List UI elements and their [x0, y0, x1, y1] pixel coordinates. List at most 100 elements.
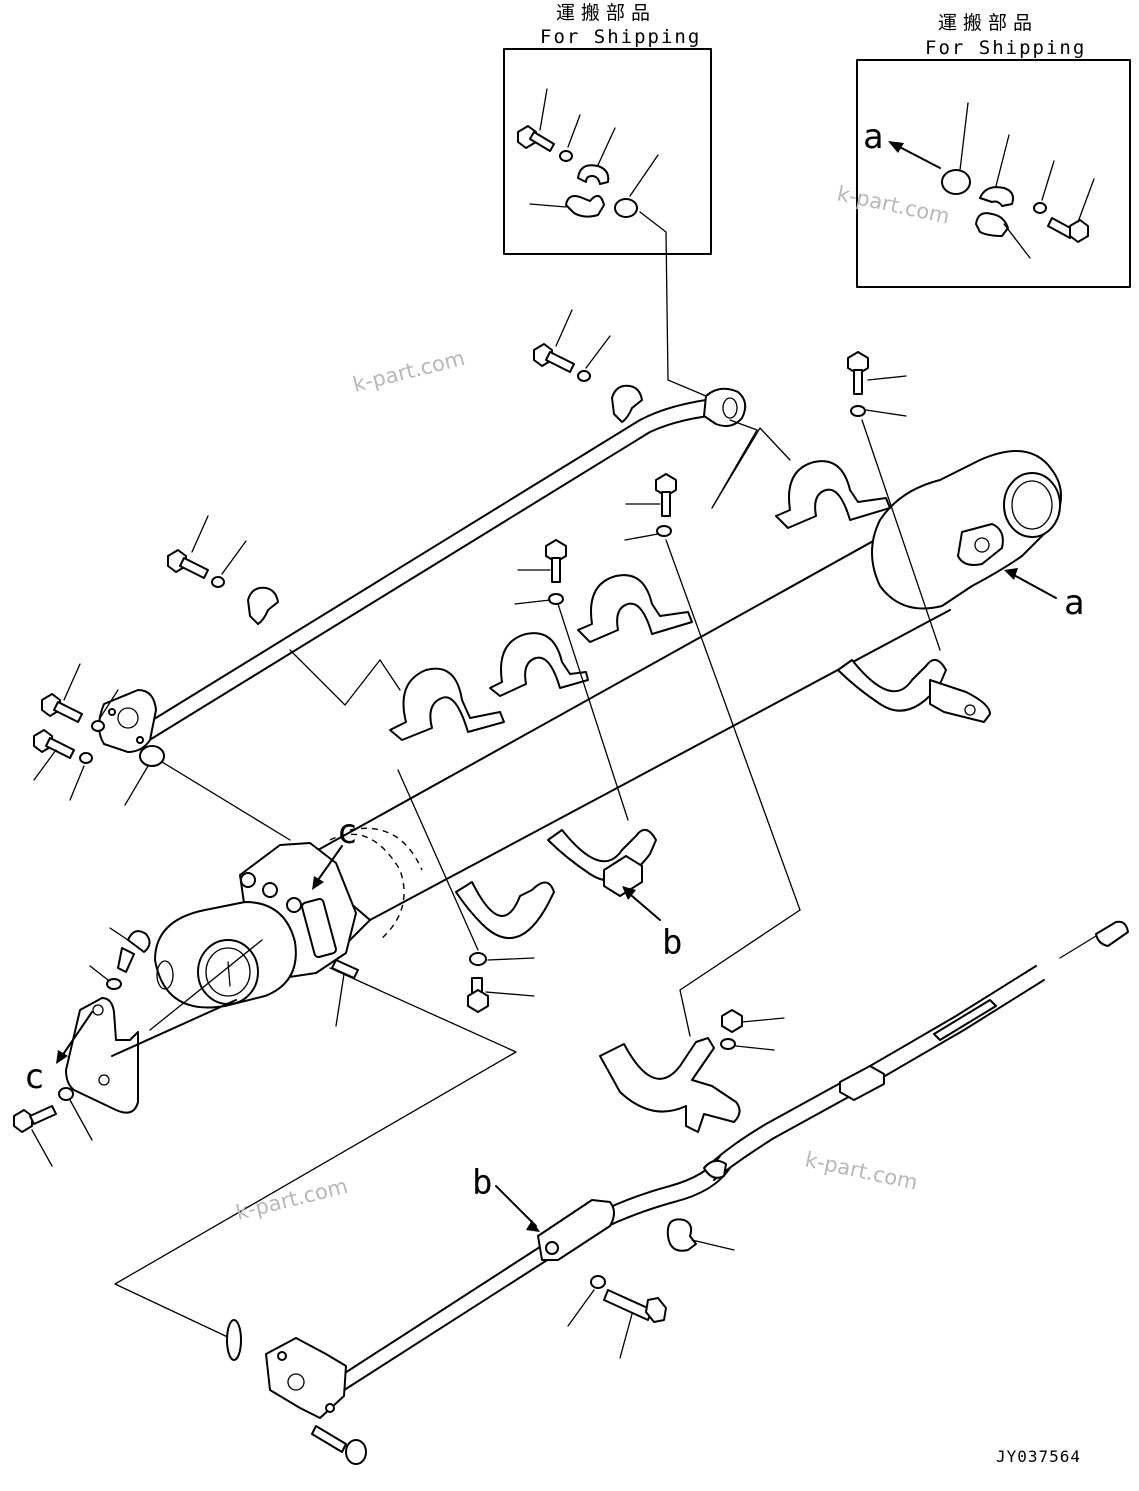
clamp-half-icon — [577, 164, 610, 185]
clamp-half-icon — [247, 586, 279, 625]
callout-c-label: c — [24, 1057, 44, 1097]
control-cable — [599, 920, 1129, 1181]
cable-end-connector — [1095, 920, 1129, 947]
watermark-text: k-part.com — [803, 1147, 920, 1194]
hose-end-fitting — [703, 387, 747, 427]
arrow-a-icon — [1004, 568, 1018, 580]
washer-icon — [577, 370, 591, 382]
bolt-icon — [603, 1289, 667, 1323]
nut-icon — [721, 1009, 743, 1033]
callout-b-label: b — [472, 1163, 492, 1203]
drawing-code: JY037564 — [996, 1447, 1081, 1466]
clamp-bolts-upper — [514, 351, 907, 605]
washer-icon — [469, 952, 487, 966]
washer-icon — [590, 1275, 606, 1289]
bolt-icon — [33, 729, 75, 759]
o-ring-icon — [226, 1319, 242, 1361]
band-clamp — [389, 667, 505, 741]
arrow-c-line — [317, 845, 343, 881]
callout-c-label: c — [337, 812, 357, 852]
leader-line — [111, 999, 237, 1057]
clamp-half-icon — [611, 384, 643, 423]
callout-a-label: a — [1064, 583, 1084, 623]
arrow-c-icon — [312, 876, 324, 890]
washer-icon — [106, 978, 122, 990]
shipping-box-2-title-jp: 運搬部品 — [938, 12, 1038, 34]
hydraulic-hose-lower — [226, 1155, 735, 1465]
left-flange-hardware — [33, 663, 119, 801]
shipping-box-1-title-jp: 運搬部品 — [556, 2, 656, 24]
arrow-b-icon — [526, 1220, 540, 1232]
lower-clamp-bolt — [467, 952, 535, 1013]
cylinder-tube-bottom-edge — [369, 609, 951, 921]
arrow-b-icon — [622, 886, 636, 900]
band-clamp — [837, 659, 947, 712]
shipping-box-1-title-en: For Shipping — [540, 26, 701, 48]
shipping-box-2-title-en: For Shipping — [925, 37, 1086, 59]
cover-plate-icon — [941, 169, 971, 195]
washer-icon — [1033, 202, 1047, 214]
bolt-icon — [847, 351, 869, 395]
cover-plate-c — [13, 997, 237, 1167]
leader-lines — [114, 419, 941, 1341]
cylinder-head-port — [301, 898, 337, 958]
bolt-icon — [311, 1425, 367, 1465]
shipping-box-1: 運搬部品 For Shipping — [503, 2, 712, 255]
shipping-box-2: 運搬部品 For Shipping a — [856, 12, 1131, 288]
rod-end-port-flange — [957, 523, 1004, 566]
bolt-icon — [41, 693, 83, 723]
hydraulic-cylinder — [154, 450, 1062, 1009]
callout-b-label: b — [662, 923, 682, 963]
hose-clamp-hardware-left — [167, 515, 279, 625]
band-clamp-row-lower — [455, 659, 991, 940]
bolt-icon — [517, 125, 555, 152]
arrow-c-icon — [56, 1050, 68, 1064]
band-clamp — [775, 460, 891, 529]
cover-plate — [65, 997, 139, 1114]
cable-nut — [839, 1065, 885, 1101]
bolt-icon — [655, 473, 677, 517]
arrow-a-icon — [888, 141, 904, 153]
washer-icon — [91, 720, 105, 732]
cable-fitting — [703, 1159, 727, 1179]
bolt-icon — [13, 1105, 57, 1133]
bolt-icon — [467, 977, 489, 1013]
watermark-text: k-part.com — [350, 346, 467, 397]
watermarks: k-part.com k-part.com k-part.com k-part.… — [233, 181, 951, 1224]
leader-line — [289, 649, 401, 706]
clamp-half-icon — [979, 186, 1014, 207]
shipping-box-2-frame — [856, 59, 1131, 288]
cylinder-bottom-bore — [197, 939, 259, 1005]
band-clamp — [455, 881, 555, 940]
band-clamp-row-upper — [389, 460, 891, 741]
arrow-b-line — [631, 895, 661, 921]
bolt-icon — [545, 539, 567, 583]
rod-end-bore — [1003, 472, 1061, 538]
clamp-half-icon — [565, 194, 605, 218]
elbow-fitting — [666, 1218, 697, 1252]
shipping-box-1-frame — [503, 48, 712, 255]
leader-line — [639, 211, 707, 397]
arrow-c-line — [61, 1011, 93, 1057]
washer-icon — [79, 752, 93, 764]
clamp-block — [603, 855, 643, 897]
arrow-a-line — [1011, 573, 1057, 599]
watermark-text: k-part.com — [835, 181, 952, 228]
washer-icon — [850, 405, 866, 417]
pin-bolt-hardware — [89, 927, 359, 1027]
bolt-icon — [117, 930, 151, 973]
hose-end-flange — [98, 689, 157, 753]
cylinder-tube-top-edge — [299, 514, 921, 861]
bolt-icon — [533, 343, 575, 373]
o-ring-icon — [139, 745, 165, 767]
bolt-icon — [1047, 217, 1089, 243]
mounting-bracket — [929, 679, 991, 723]
band-clamp — [489, 632, 589, 697]
hose-clamp-hardware-top — [533, 309, 643, 423]
washer-icon — [211, 576, 225, 588]
pin-icon — [331, 959, 359, 979]
cable-thread — [933, 999, 997, 1041]
o-ring-icon — [614, 198, 638, 218]
callouts: a b b c c — [24, 568, 1084, 1232]
